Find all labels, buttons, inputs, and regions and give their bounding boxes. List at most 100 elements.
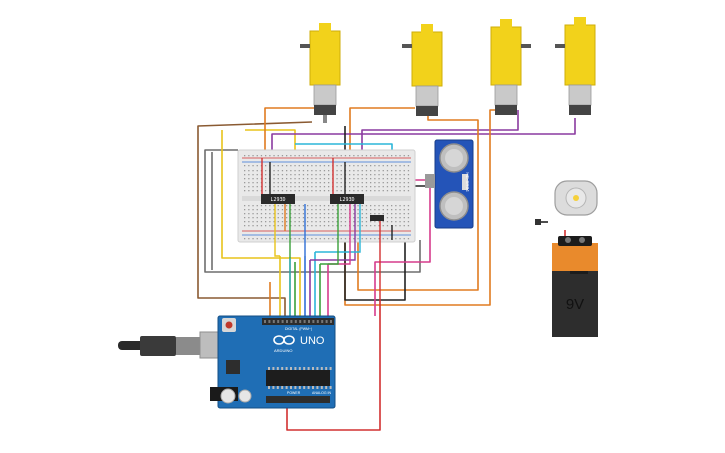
- breadboard-hole: [399, 213, 401, 215]
- breadboard-hole: [286, 170, 288, 172]
- breadboard-hole: [365, 174, 368, 176]
- breadboard-hole: [340, 178, 342, 180]
- chip-leg: [307, 367, 310, 370]
- breadboard-hole: [269, 205, 271, 207]
- breadboard-hole: [395, 225, 397, 227]
- breadboard-hole: [298, 155, 300, 157]
- chip-leg: [325, 367, 328, 370]
- breadboard-hole: [328, 165, 330, 167]
- arduino-header-pin: [277, 320, 280, 323]
- breadboard-hole: [252, 221, 254, 223]
- breadboard-hole: [395, 221, 397, 223]
- breadboard-hole: [378, 186, 380, 188]
- breadboard-hole: [349, 178, 351, 180]
- breadboard-hole: [252, 155, 254, 157]
- chip-leg: [320, 386, 323, 389]
- breadboard-hole: [391, 174, 393, 176]
- driver-chip-1-label: L293D: [270, 197, 285, 203]
- breadboard-hole: [386, 170, 389, 172]
- breadboard-hole: [256, 182, 258, 184]
- breadboard-hole: [294, 174, 296, 176]
- breadboard-hole: [319, 221, 321, 223]
- breadboard-hole: [302, 174, 305, 176]
- arduino-brand-label: ARDUINO: [274, 348, 292, 353]
- breadboard-hole: [357, 209, 359, 211]
- breadboard-hole: [399, 217, 401, 219]
- breadboard-hole: [403, 209, 405, 211]
- breadboard-hole: [269, 225, 271, 227]
- breadboard-hole: [403, 165, 405, 167]
- breadboard-hole: [370, 190, 372, 192]
- breadboard-hole: [252, 209, 254, 211]
- breadboard-hole: [286, 209, 288, 211]
- breadboard-hole: [277, 209, 279, 211]
- jumper-cyan-a: [315, 204, 361, 253]
- breadboard-hole: [386, 217, 389, 219]
- breadboard-hole: [328, 209, 330, 211]
- breadboard-hole: [277, 217, 279, 219]
- breadboard-hole: [336, 170, 338, 172]
- breadboard-hole: [319, 205, 321, 207]
- breadboard-hole: [395, 209, 397, 211]
- breadboard-hole: [353, 165, 355, 167]
- breadboard-hole: [273, 170, 275, 172]
- breadboard-hole: [407, 217, 410, 219]
- breadboard-hole: [399, 221, 401, 223]
- breadboard-hole: [256, 178, 258, 180]
- chip-leg: [290, 367, 292, 370]
- breadboard-hole: [260, 238, 263, 240]
- breadboard-hole: [265, 238, 267, 240]
- chip-leg: [268, 386, 270, 389]
- breadboard-hole: [265, 217, 267, 219]
- breadboard-hole: [353, 186, 355, 188]
- breadboard-hole: [399, 205, 401, 207]
- breadboard-hole: [248, 205, 250, 207]
- breadboard-hole: [403, 238, 405, 240]
- breadboard-hole: [370, 205, 372, 207]
- breadboard-hole: [336, 221, 338, 223]
- breadboard-hole: [340, 225, 342, 227]
- breadboard-hole: [286, 217, 288, 219]
- breadboard-hole: [323, 174, 326, 176]
- breadboard-hole: [328, 238, 330, 240]
- breadboard-hole: [336, 178, 338, 180]
- breadboard-hole: [357, 217, 359, 219]
- breadboard-hole: [361, 178, 363, 180]
- arduino-header-pin: [264, 320, 266, 323]
- breadboard-hole: [294, 205, 296, 207]
- breadboard-hole: [273, 174, 275, 176]
- breadboard-hole: [382, 225, 384, 227]
- breadboard-hole: [244, 213, 246, 215]
- breadboard-hole: [277, 238, 279, 240]
- breadboard-hole: [357, 186, 359, 188]
- breadboard-hole: [290, 217, 292, 219]
- breadboard-hole: [403, 182, 405, 184]
- breadboard-hole: [374, 170, 376, 172]
- breadboard-hole: [298, 225, 300, 227]
- breadboard-hole: [273, 182, 275, 184]
- breadboard-hole: [328, 221, 330, 223]
- breadboard-hole: [315, 221, 317, 223]
- wire-yellow-left: [221, 130, 301, 316]
- breadboard-hole: [256, 205, 258, 207]
- breadboard-hole: [344, 155, 347, 157]
- breadboard-hole: [328, 186, 330, 188]
- chip-leg: [329, 386, 332, 389]
- breadboard-hole: [361, 182, 363, 184]
- breadboard-hole: [328, 182, 330, 184]
- breadboard-hole: [286, 165, 288, 167]
- breadboard-hole: [248, 182, 250, 184]
- breadboard-hole: [273, 178, 275, 180]
- breadboard-hole: [378, 182, 380, 184]
- breadboard-hole: [307, 217, 309, 219]
- chip-leg: [298, 386, 301, 389]
- breadboard-hole: [290, 186, 292, 188]
- breadboard-hole: [353, 178, 355, 180]
- chip-leg: [325, 386, 328, 389]
- breadboard-hole: [248, 221, 250, 223]
- breadboard-hole: [386, 178, 389, 180]
- breadboard-hole: [290, 190, 292, 192]
- breadboard-hole: [281, 225, 284, 227]
- breadboard-hole: [281, 174, 284, 176]
- breadboard-hole: [344, 221, 347, 223]
